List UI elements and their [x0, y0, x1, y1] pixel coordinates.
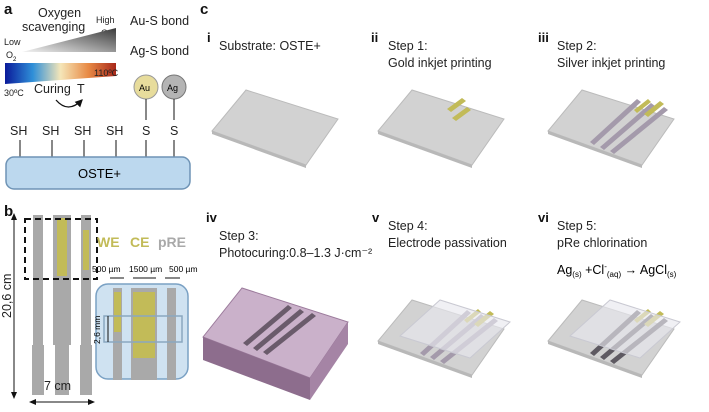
height-arrow-bottom-icon — [11, 392, 17, 399]
full-pad-center — [55, 345, 69, 395]
step-iii-gold-1 — [634, 99, 651, 113]
chlorination-equation: Ag(s) +Cl-(aq) → AgCl(s) — [557, 262, 677, 279]
panel-c-letter: c — [200, 1, 208, 18]
temp-low-label: 30ºC — [4, 88, 24, 98]
step-ii-gold-ce — [452, 107, 471, 121]
thiol-group-2: SH — [42, 124, 59, 138]
gold-atom-label: Au — [139, 83, 150, 93]
window-frame — [103, 315, 183, 343]
sulfur-group-au: S — [142, 124, 150, 138]
silver-atom-label: Ag — [167, 83, 178, 93]
step-iii-substrate-edge — [548, 131, 642, 168]
zoom-we-gold — [114, 292, 121, 332]
step-iv-cover-front — [203, 337, 310, 400]
low-o2-symbol: O — [6, 50, 13, 60]
pre-label: pRE — [158, 234, 186, 250]
panel-b-letter: b — [4, 203, 13, 220]
full-we-gold — [83, 230, 89, 270]
step-i-numeral: i — [207, 30, 211, 45]
vertical-dim-label: 2,6 mm — [92, 316, 102, 344]
oste-substrate-block — [5, 156, 191, 190]
step-ii-numeral: ii — [371, 30, 378, 45]
step-iii-trace-2 — [600, 103, 655, 150]
oxygen-gradient-wedge — [22, 28, 116, 52]
step-v-subtitle: Electrode passivation — [388, 236, 507, 250]
width-arrow-left-icon — [29, 399, 36, 405]
step-v-numeral: v — [372, 210, 380, 225]
step-i-substrate — [211, 89, 339, 166]
step-iii-trace-1 — [590, 99, 641, 145]
step-vi-title: Step 5: — [557, 219, 597, 233]
step-ii-substrate-edge — [378, 131, 472, 168]
step-iv-trace-1 — [243, 305, 292, 346]
sulfur-group-ag: S — [170, 124, 178, 138]
step-iii-title: Step 2: — [557, 39, 597, 53]
step-ii-title: Step 1: — [388, 39, 428, 53]
width-dimension-label: 7 cm — [44, 379, 71, 393]
zoom-we-trace — [113, 288, 122, 380]
zoom-pre-trace — [167, 288, 176, 380]
step-iv-trace-3 — [263, 313, 316, 355]
step-vi-subtitle: pRe chlorination — [557, 236, 647, 250]
ce-label: CE — [130, 234, 149, 250]
thiol-group-1: SH — [10, 124, 27, 138]
step-v-substrate-edge — [378, 341, 472, 378]
step-iii-trace-3 — [610, 107, 668, 154]
temperature-gradient-bar — [5, 63, 116, 84]
height-arrow-top-icon — [11, 213, 17, 220]
step-iv-numeral: iv — [206, 210, 218, 225]
step-ii-subtitle: Gold inkjet printing — [388, 56, 492, 70]
step-i-substrate-edge — [212, 131, 306, 168]
full-pad-right — [80, 345, 92, 395]
zoom-region-box — [24, 218, 98, 280]
panel-a-letter: a — [4, 1, 13, 18]
dim-500-left-label: 500 µm — [92, 264, 121, 274]
step-iii-numeral: iii — [538, 30, 549, 45]
thiol-group-4: SH — [106, 124, 123, 138]
step-v-title: Step 4: — [388, 219, 428, 233]
temp-high-label: 110ºC — [94, 68, 119, 78]
step-iv-cover-side — [310, 322, 348, 400]
curing-t-label: T — [77, 82, 85, 96]
step-ii-gold-we — [447, 98, 466, 112]
step-iv-title: Step 3: — [219, 229, 259, 243]
oste-substrate-label: OSTE+ — [78, 166, 121, 181]
step-i-title: Substrate: OSTE+ — [219, 39, 321, 53]
panel-b: b 20,6 cm 7 cm WE CE pRE 500 µm 1500 µm … — [0, 203, 198, 405]
step-vi-numeral: vi — [538, 210, 549, 225]
panel-a: a Oxygen scavenging High O 2 Low O 2 30º… — [4, 1, 191, 190]
step-ii-substrate — [377, 89, 505, 166]
low-o2-label: Low — [4, 37, 21, 47]
step-iv-subtitle: Photocuring:0.8–1.3 J·cm⁻² — [219, 246, 372, 260]
high-o2-label: High — [96, 15, 115, 25]
step-vi-passivation-layer — [569, 299, 681, 359]
oxygen-scavenging-line2: scavenging — [22, 20, 85, 34]
low-o2-subscript: 2 — [13, 57, 17, 63]
dim-1500-label: 1500 µm — [129, 264, 162, 274]
zoom-ce-gold — [133, 292, 155, 358]
step-vi-substrate-edge — [548, 341, 642, 378]
ag-s-bond-label: Ag-S bond — [130, 44, 189, 58]
full-ce-gold — [57, 218, 67, 276]
full-pad-left — [32, 345, 44, 395]
curve-arrow-icon — [55, 99, 83, 108]
step-iii-gold-2 — [644, 101, 664, 117]
oxygen-scavenging-line1: Oxygen — [38, 6, 81, 20]
height-dimension-label: 20,6 cm — [0, 274, 14, 318]
panel-c: c i Substrate: OSTE+ ii Step 1: Gold ink… — [200, 1, 681, 400]
step-iv-trace-2 — [253, 309, 304, 351]
au-s-bond-label: Au-S bond — [130, 14, 189, 28]
we-label: WE — [97, 234, 120, 250]
step-iii-subtitle: Silver inkjet printing — [557, 56, 665, 70]
width-arrow-right-icon — [88, 399, 95, 405]
step-v-passivation-layer — [399, 299, 511, 359]
thiol-group-3: SH — [74, 124, 91, 138]
curing-label: Curing — [34, 82, 71, 96]
dim-500-right-label: 500 µm — [169, 264, 198, 274]
